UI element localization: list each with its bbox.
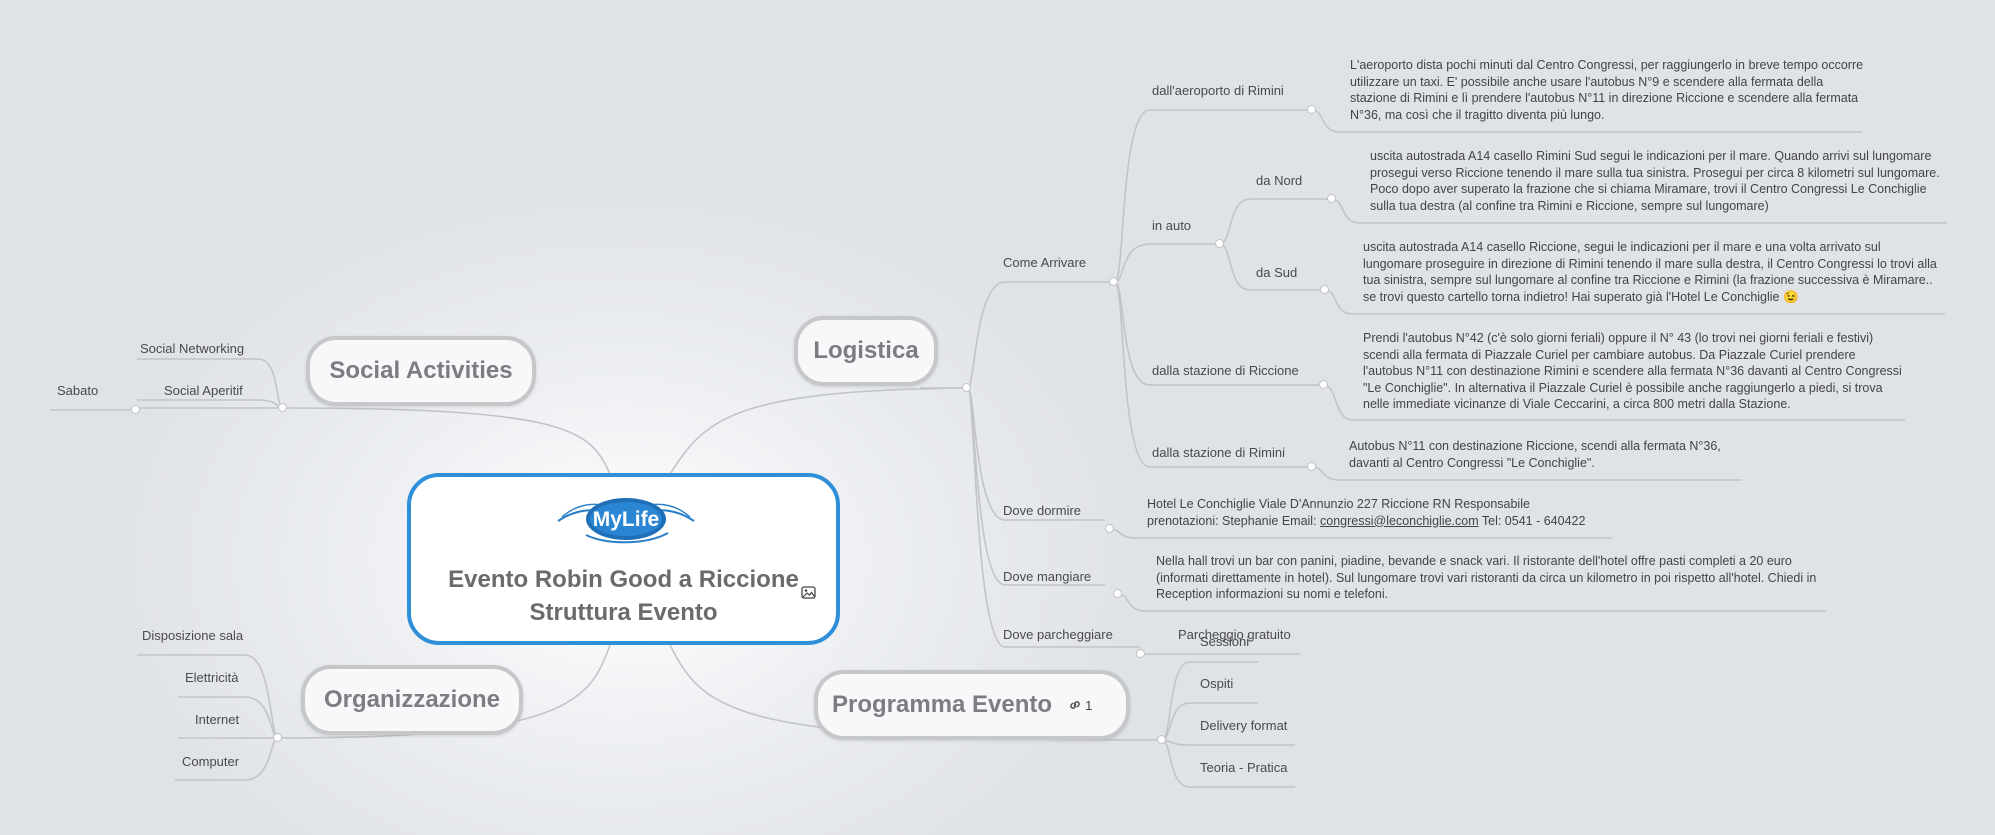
junction-dot[interactable] bbox=[1109, 277, 1118, 286]
node-internet[interactable]: Internet bbox=[195, 712, 240, 727]
note-dove-dormire: Hotel Le Conchiglie Viale D'Annunzio 227… bbox=[1147, 496, 1617, 529]
central-title-line2: Struttura Evento bbox=[529, 599, 718, 626]
junction-dot[interactable] bbox=[1105, 524, 1114, 533]
node-dove-mangiare[interactable]: Dove mangiare bbox=[1003, 569, 1092, 584]
note-stazione-riccione: Prendi l'autobus N°42 (c'è solo giorni f… bbox=[1363, 331, 1902, 411]
central-topic[interactable]: MyLife Evento Robin Good a Riccione Stru… bbox=[407, 473, 840, 645]
email-link[interactable]: congressi@leconchiglie.com bbox=[1320, 513, 1479, 528]
node-da-sud[interactable]: da Sud bbox=[1256, 265, 1298, 280]
node-aeroporto-rimini[interactable]: dall'aeroporto di Rimini bbox=[1152, 83, 1284, 98]
central-title-line1: Evento Robin Good a Riccione bbox=[448, 566, 799, 593]
junction-dot[interactable] bbox=[131, 405, 140, 414]
note-text: Tel: 0541 - 640422 bbox=[1478, 513, 1586, 528]
note-da-nord: uscita autostrada A14 casello Rimini Sud… bbox=[1370, 149, 1940, 213]
junction-dot[interactable] bbox=[1307, 105, 1316, 114]
junction-dot[interactable] bbox=[1113, 589, 1122, 598]
junction-dot[interactable] bbox=[962, 383, 971, 392]
junction-dot[interactable] bbox=[1327, 194, 1336, 203]
node-stazione-rimini[interactable]: dalla stazione di Rimini bbox=[1152, 445, 1285, 460]
node-dove-parcheggiare[interactable]: Dove parcheggiare bbox=[1003, 627, 1113, 642]
node-delivery-format[interactable]: Delivery format bbox=[1200, 718, 1288, 733]
node-elettricita[interactable]: Elettricità bbox=[185, 670, 239, 685]
junction-dot[interactable] bbox=[1157, 735, 1166, 744]
link-indicator[interactable]: 1 bbox=[1068, 698, 1092, 713]
note-dove-mangiare: Nella hall trovi un bar con panini, piad… bbox=[1156, 554, 1817, 601]
node-disposizione-sala[interactable]: Disposizione sala bbox=[142, 628, 244, 643]
mylife-logo: MyLife bbox=[557, 498, 695, 544]
junction-dot[interactable] bbox=[1320, 285, 1329, 294]
topic-organizzazione[interactable]: Organizzazione bbox=[301, 665, 523, 735]
node-teoria-pratica[interactable]: Teoria - Pratica bbox=[1200, 760, 1288, 775]
note-stazione-rimini: Autobus N°11 con destinazione Riccione, … bbox=[1349, 439, 1721, 470]
central-title: Evento Robin Good a Riccione Struttura E… bbox=[411, 563, 836, 629]
note-aeroporto: L'aeroporto dista pochi minuti dal Centr… bbox=[1350, 58, 1864, 122]
topic-label: Logistica bbox=[813, 337, 919, 364]
junction-dot[interactable] bbox=[273, 733, 282, 742]
node-parcheggio-gratuito[interactable]: Parcheggio gratuito bbox=[1178, 627, 1291, 642]
link-count: 1 bbox=[1085, 697, 1093, 713]
node-stazione-riccione[interactable]: dalla stazione di Riccione bbox=[1152, 363, 1299, 378]
link-icon bbox=[1070, 701, 1080, 709]
node-social-networking[interactable]: Social Networking bbox=[140, 341, 245, 356]
node-da-nord[interactable]: da Nord bbox=[1256, 173, 1303, 188]
note-text: prenotazioni: Stephanie Email: bbox=[1147, 513, 1321, 528]
node-in-auto[interactable]: in auto bbox=[1152, 218, 1192, 233]
topic-label: Organizzazione bbox=[323, 686, 501, 713]
topic-logistica[interactable]: Logistica bbox=[794, 316, 938, 386]
node-ospiti[interactable]: Ospiti bbox=[1200, 676, 1234, 691]
node-sabato[interactable]: Sabato bbox=[57, 383, 99, 398]
junction-dot[interactable] bbox=[1215, 239, 1224, 248]
topic-social-activities[interactable]: Social Activities bbox=[306, 336, 536, 406]
node-dove-dormire[interactable]: Dove dormire bbox=[1003, 503, 1082, 518]
junction-dot[interactable] bbox=[1307, 462, 1316, 471]
junction-dot[interactable] bbox=[1136, 649, 1145, 658]
image-icon[interactable] bbox=[801, 586, 816, 599]
svg-text:MyLife: MyLife bbox=[593, 508, 660, 531]
junction-dot[interactable] bbox=[278, 403, 287, 412]
topic-label: Programma Evento bbox=[832, 691, 1053, 718]
note-da-sud: uscita autostrada A14 casello Riccione, … bbox=[1363, 240, 1937, 304]
topic-label: Social Activities bbox=[329, 357, 513, 384]
node-computer[interactable]: Computer bbox=[182, 754, 240, 769]
junction-dot[interactable] bbox=[1319, 380, 1328, 389]
node-come-arrivare[interactable]: Come Arrivare bbox=[1003, 255, 1087, 270]
topic-programma-evento[interactable]: Programma Evento 1 bbox=[814, 670, 1130, 740]
node-social-aperitif[interactable]: Social Aperitif bbox=[164, 383, 243, 398]
note-line: Hotel Le Conchiglie Viale D'Annunzio 227… bbox=[1147, 497, 1530, 511]
note-line: prenotazioni: Stephanie Email: congressi… bbox=[1147, 513, 1617, 530]
node-sessioni[interactable]: Sessioni bbox=[1200, 634, 1250, 649]
